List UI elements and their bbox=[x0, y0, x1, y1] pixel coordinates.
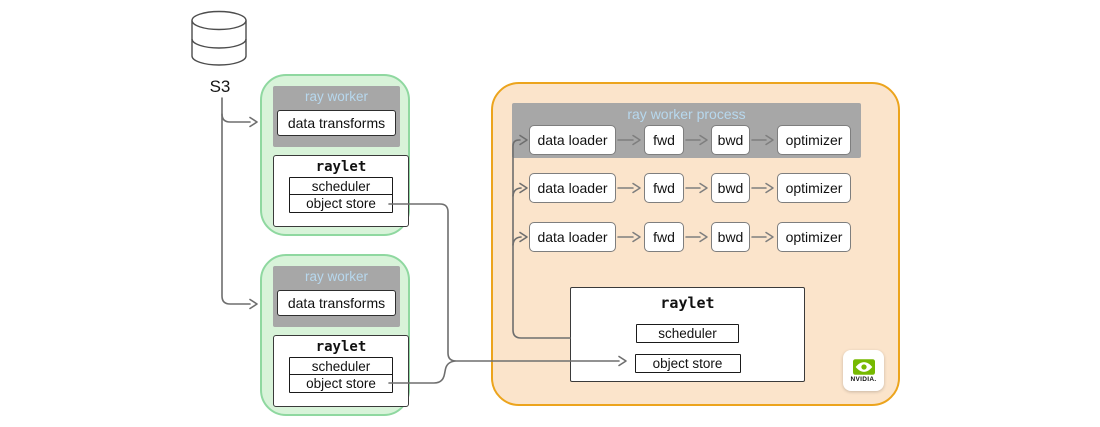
main-scheduler-box: scheduler bbox=[636, 324, 739, 343]
optimizer-box: optimizer bbox=[777, 173, 851, 203]
fwd-box: fwd bbox=[644, 125, 684, 155]
data-transforms-box-2: data transforms bbox=[277, 290, 396, 316]
main-object-store-box: object store bbox=[634, 354, 741, 373]
bwd-box: bwd bbox=[711, 222, 750, 252]
nvidia-label: NVIDIA. bbox=[850, 375, 877, 383]
bwd-box: bwd bbox=[711, 173, 750, 203]
scheduler-box-2: scheduler bbox=[289, 357, 393, 376]
data-loader-box: data loader bbox=[529, 173, 616, 203]
fwd-box: fwd bbox=[644, 173, 684, 203]
fwd-box: fwd bbox=[644, 222, 684, 252]
ray-worker-2-header: ray worker data transforms bbox=[273, 266, 400, 327]
ray-worker-1-header: ray worker data transforms bbox=[273, 86, 400, 147]
scheduler-box-1: scheduler bbox=[289, 177, 393, 196]
object-store-box-1: object store bbox=[289, 194, 393, 214]
main-raylet-box: raylet scheduler object store bbox=[570, 287, 805, 382]
s3-arrows bbox=[221, 97, 258, 310]
ray-worker-2-title: ray worker bbox=[304, 269, 368, 284]
nvidia-eye-icon bbox=[852, 358, 875, 375]
data-loader-box: data loader bbox=[529, 222, 616, 252]
ray-worker-node-1: ray worker data transforms raylet schedu… bbox=[260, 74, 410, 236]
ray-worker-1-title: ray worker bbox=[304, 89, 368, 104]
optimizer-box: optimizer bbox=[777, 222, 851, 252]
raylet-box-1: raylet scheduler object store bbox=[273, 155, 409, 227]
ray-worker-process-title: ray worker process bbox=[627, 106, 746, 122]
raylet-title-1: raylet bbox=[315, 159, 367, 175]
data-loader-box: data loader bbox=[529, 125, 616, 155]
object-store-box-2: object store bbox=[289, 374, 393, 394]
ray-worker-node-2: ray worker data transforms raylet schedu… bbox=[260, 254, 410, 416]
bwd-box: bwd bbox=[711, 125, 750, 155]
main-raylet-title: raylet bbox=[660, 294, 715, 312]
raylet-box-2: raylet scheduler object store bbox=[273, 335, 409, 407]
gpu-node: ray worker process data loader fwd bwd o… bbox=[491, 82, 900, 406]
raylet-title-2: raylet bbox=[315, 339, 367, 355]
data-transforms-box-1: data transforms bbox=[277, 110, 396, 136]
optimizer-box: optimizer bbox=[777, 125, 851, 155]
s3-database-icon bbox=[191, 10, 247, 66]
s3-label: S3 bbox=[209, 77, 231, 96]
nvidia-logo: NVIDIA. bbox=[843, 350, 884, 391]
